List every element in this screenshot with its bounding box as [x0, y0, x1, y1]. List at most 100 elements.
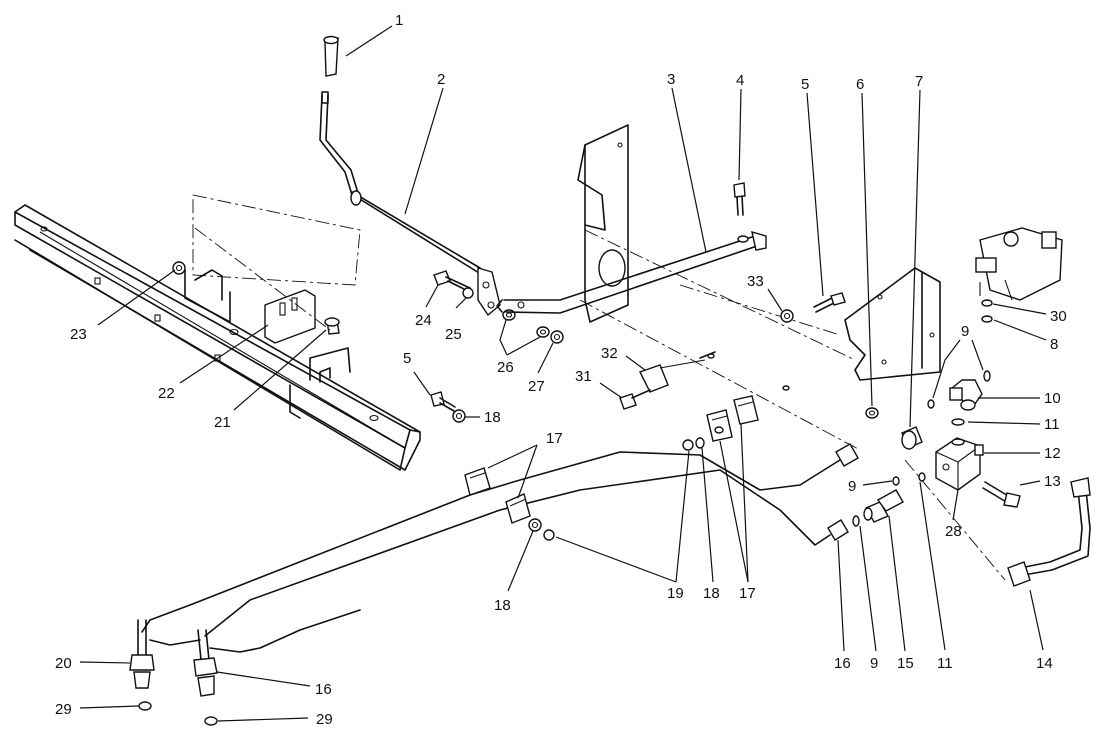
callout-6: 6: [856, 76, 864, 93]
callout-28: 28: [945, 523, 962, 540]
frame-rail: [14, 204, 421, 471]
callout-12: 12: [1044, 445, 1061, 462]
callout-21: 21: [214, 414, 231, 431]
callout-10: 10: [1044, 390, 1061, 407]
callout-31: 31: [575, 368, 592, 385]
hose-fitting-16-right: [827, 519, 849, 541]
oring-9-left: [927, 399, 935, 409]
oring-29-right: [204, 716, 218, 726]
washer-18-clip: [714, 426, 724, 434]
oring-11-upper: [951, 418, 965, 426]
valve-block-12: [935, 437, 984, 491]
callout-17-left: 17: [546, 430, 563, 447]
callout-5-top: 5: [801, 76, 809, 93]
bracket-plate: [844, 267, 941, 381]
nut-25: [462, 287, 474, 299]
hose-fitting-20: [129, 619, 155, 689]
callout-13: 13: [1044, 473, 1061, 490]
callout-11-upper: 11: [1044, 416, 1060, 433]
bolt-24: [433, 270, 471, 293]
callout-24: 24: [415, 312, 432, 329]
oring-29-left: [138, 701, 152, 711]
callout-9-mid: 9: [848, 478, 856, 495]
elbow-fitting-10: [949, 379, 983, 411]
spacer-7: [901, 426, 923, 450]
callout-17-right: 17: [739, 585, 756, 602]
oring-9-lower: [852, 515, 860, 527]
callout-22: 22: [158, 385, 175, 402]
callout-15: 15: [897, 655, 914, 672]
shift-rod: [496, 231, 767, 314]
pin-small: [707, 353, 790, 391]
handle-grip-1: [323, 35, 339, 77]
callout-29-right: 29: [316, 711, 333, 728]
nut-23: [172, 261, 186, 275]
callout-16-left: 16: [315, 681, 332, 698]
callout-32: 32: [601, 345, 618, 362]
hose-fitting-16-left: [193, 629, 218, 697]
callout-25: 25: [445, 326, 462, 343]
callout-14: 14: [1036, 655, 1053, 672]
hydraulic-hose-c: [149, 609, 361, 653]
washer-8: [981, 315, 993, 323]
washer-18-lower: [528, 518, 542, 532]
callout-18-mid: 18: [703, 585, 720, 602]
callout-19: 19: [667, 585, 684, 602]
adapter-15: [863, 489, 904, 523]
washer-26b: [536, 326, 550, 338]
bolt-13: [982, 481, 1021, 508]
callout-labels: 1 2 3 4 5 6 7 9 10 11 12 13 14 15 16 17 …: [55, 12, 1067, 728]
nut-33: [780, 309, 794, 323]
callout-29-left: 29: [55, 701, 72, 718]
rail-bracket: [184, 269, 351, 383]
control-valve: [975, 227, 1063, 301]
callout-9-lower: 9: [870, 655, 878, 672]
knob-21: [324, 317, 340, 335]
washer-6: [865, 407, 879, 419]
callout-5-left: 5: [403, 350, 411, 367]
callout-27: 27: [528, 378, 545, 395]
callout-26: 26: [497, 359, 514, 376]
callout-30: 30: [1050, 308, 1067, 325]
bolt-5-upper: [813, 292, 846, 313]
callout-3: 3: [667, 71, 675, 88]
hydraulic-hose-a: [141, 451, 841, 633]
nut-19-lower: [543, 529, 555, 541]
oring-9-mid: [892, 476, 900, 486]
callout-33: 33: [747, 273, 764, 290]
hose-fitting-top: [835, 443, 859, 467]
bolt-5-lower: [430, 391, 456, 412]
washer-18-left: [452, 409, 466, 423]
nut-19-upper: [682, 439, 694, 451]
bolt-4: [733, 182, 749, 243]
callout-1: 1: [395, 12, 403, 29]
callout-16-right: 16: [834, 655, 851, 672]
callout-23: 23: [70, 326, 87, 343]
clip-17b: [505, 493, 531, 524]
tube-14: [1007, 477, 1091, 587]
bracket-32: [639, 351, 716, 393]
callout-18-left: 18: [484, 409, 501, 426]
callout-4: 4: [736, 72, 744, 89]
plate-22: [264, 289, 316, 344]
callout-9-upper: 9: [961, 323, 969, 340]
callout-2: 2: [437, 71, 445, 88]
clip-17a: [464, 467, 491, 496]
construction-lines: [192, 194, 1006, 581]
washer-30: [981, 299, 993, 307]
mount-plate-3: [577, 124, 629, 323]
callout-20: 20: [55, 655, 72, 672]
leader-lines: [79, 25, 1047, 722]
callout-8: 8: [1050, 336, 1058, 353]
washer-18-upper: [695, 437, 705, 449]
oring-11-mid: [918, 472, 926, 482]
oring-9-upper: [983, 370, 991, 382]
callout-11-lower: 11: [937, 655, 953, 672]
bolt-31: [619, 389, 651, 410]
hydraulic-hose-b: [204, 469, 831, 637]
callout-7: 7: [915, 73, 923, 90]
shift-lever-2: [319, 91, 501, 317]
nut-27: [550, 330, 564, 344]
callout-18-lower: 18: [494, 597, 511, 614]
